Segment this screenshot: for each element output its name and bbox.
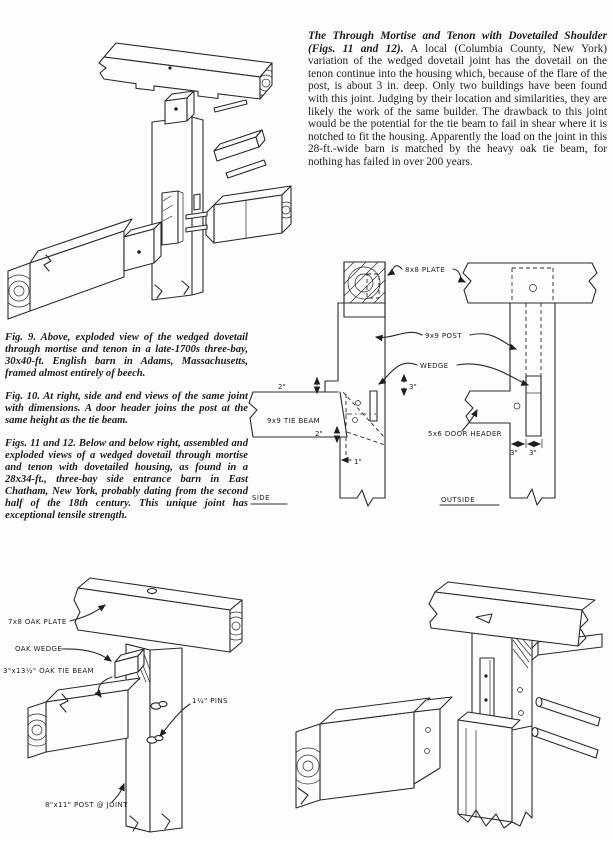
fig10-leader-labels: 8x8 PLATE 9x9 POST WEDGE 3" bbox=[374, 266, 530, 397]
article-paragraph: The Through Mortise and Tenon with Dovet… bbox=[308, 30, 607, 169]
fig10-dim-tenon: 1" bbox=[354, 458, 362, 466]
fig9-block-end-grain bbox=[278, 202, 294, 218]
fig10-side-post-break bbox=[340, 490, 385, 506]
fig9-post-break bbox=[155, 281, 189, 298]
fig11-pins-label: 1¼" PINS bbox=[192, 697, 228, 705]
fig9-post bbox=[152, 91, 203, 300]
fig10-drawing: 9x9 TIE BEAM SIDE 2" 2" 1" 8x8 PLATE 9x9… bbox=[245, 248, 612, 563]
fig9-wedge-stick bbox=[226, 160, 266, 178]
fig10-tie-beam-label: 9x9 TIE BEAM bbox=[267, 417, 320, 425]
caption-fig10: Fig. 10. At right, side and end views of… bbox=[5, 391, 248, 426]
fig9-beam-end-grain bbox=[3, 275, 35, 307]
fig12-plate-wedge-notch bbox=[476, 614, 492, 623]
fig11-drawing: 7x8 OAK PLATE OAK WEDGE 3"x13½" OAK TIE … bbox=[0, 560, 305, 841]
fig10-dim-step: 2" bbox=[278, 383, 286, 391]
fig11-plate-end-grain bbox=[222, 612, 250, 640]
fig11-labels: 7x8 OAK PLATE OAK WEDGE 3"x13½" OAK TIE … bbox=[3, 604, 228, 809]
fig10-side-label: SIDE bbox=[252, 494, 270, 502]
fig10-door-header-label: 5x6 DOOR HEADER bbox=[428, 430, 502, 438]
fig9-drawing bbox=[0, 5, 305, 330]
fig9-plate-pin-hole bbox=[168, 66, 172, 70]
fig11-beam-end-grain bbox=[21, 714, 53, 746]
fig10-dim-drop: 2" bbox=[315, 430, 323, 438]
fig10-outside-post-break bbox=[510, 489, 555, 505]
captions-column: Fig. 9. Above, exploded view of the wedg… bbox=[5, 332, 248, 533]
fig12-tie-beam bbox=[290, 697, 452, 808]
fig11-wedge bbox=[115, 649, 144, 678]
fig9-through-mortise bbox=[162, 191, 178, 245]
fig10-wedge-slot-side bbox=[370, 391, 377, 421]
caption-fig9: Fig. 9. Above, exploded view of the wedg… bbox=[5, 332, 248, 379]
fig9-tie-beam bbox=[3, 219, 161, 319]
fig10-housing-step bbox=[325, 381, 338, 392]
fig11-tie-beam-label: 3"x13½" OAK TIE BEAM bbox=[3, 667, 94, 675]
fig10-dim-housing-r: 3" bbox=[529, 449, 537, 457]
fig10-tie-beam-outline bbox=[249, 392, 346, 437]
fig11-beam-break bbox=[60, 694, 68, 712]
fig10-wedge-pocket bbox=[526, 376, 541, 436]
caption-figs11-12: Figs. 11 and 12. Below and below right, … bbox=[5, 438, 248, 521]
fig12-drawing bbox=[280, 570, 612, 841]
fig10-post-label: 9x9 POST bbox=[425, 332, 462, 340]
fig10-plate-label: 8x8 PLATE bbox=[405, 266, 445, 274]
fig11-post-label: 8"x11" POST @ JOINT bbox=[45, 801, 128, 809]
fig12-beam-end-grain bbox=[290, 748, 326, 784]
fig10-dim-wedge: 3" bbox=[409, 383, 417, 391]
fig9-side-mortise bbox=[194, 194, 200, 210]
fig12-post bbox=[458, 630, 532, 828]
fig12-beam-break bbox=[298, 788, 308, 804]
fig12-tenon-face bbox=[414, 709, 440, 784]
fig11-post-break bbox=[130, 814, 170, 831]
fig11-plate-label: 7x8 OAK PLATE bbox=[8, 618, 67, 626]
fig12-plate-beam bbox=[429, 582, 595, 646]
fig9-beam-break bbox=[44, 255, 51, 271]
fig10-wedge-label: WEDGE bbox=[420, 362, 449, 370]
fig11-plate-pin bbox=[148, 589, 157, 594]
fig10-door-header bbox=[465, 391, 510, 423]
fig10-outside-plate bbox=[463, 263, 597, 303]
fig11-tie-beam bbox=[21, 678, 140, 758]
fig10-dim-housing-l: 3" bbox=[510, 449, 518, 457]
fig9-pin bbox=[214, 100, 247, 112]
article-body-text: A local (Columbia County, New York) vari… bbox=[308, 42, 607, 168]
fig9-dovetail-face bbox=[206, 205, 214, 243]
fig9-tenon-block bbox=[186, 186, 294, 243]
fig12-plate-break bbox=[578, 610, 588, 646]
fig9-block-pin-a bbox=[186, 212, 207, 219]
fig10-outside-view: 5x6 DOOR HEADER 3" 3" OUTSIDE bbox=[428, 263, 597, 505]
fig11-post bbox=[126, 644, 182, 832]
fig11-plate-beam bbox=[74, 578, 250, 652]
fig12-post-break bbox=[458, 810, 532, 828]
fig9-plate-beam bbox=[99, 43, 279, 112]
fig10-outside-label: OUTSIDE bbox=[441, 496, 475, 504]
fig10-side-view: 9x9 TIE BEAM SIDE 2" 2" 1" bbox=[249, 262, 385, 506]
article-lead-in: The Through Mortise and Tenon with Dovet… bbox=[308, 30, 607, 55]
fig11-wedge-label: OAK WEDGE bbox=[15, 645, 62, 653]
fig12-pins bbox=[532, 698, 600, 759]
fig9-wedge bbox=[214, 130, 266, 178]
fig9-block-pin-b bbox=[186, 225, 207, 232]
